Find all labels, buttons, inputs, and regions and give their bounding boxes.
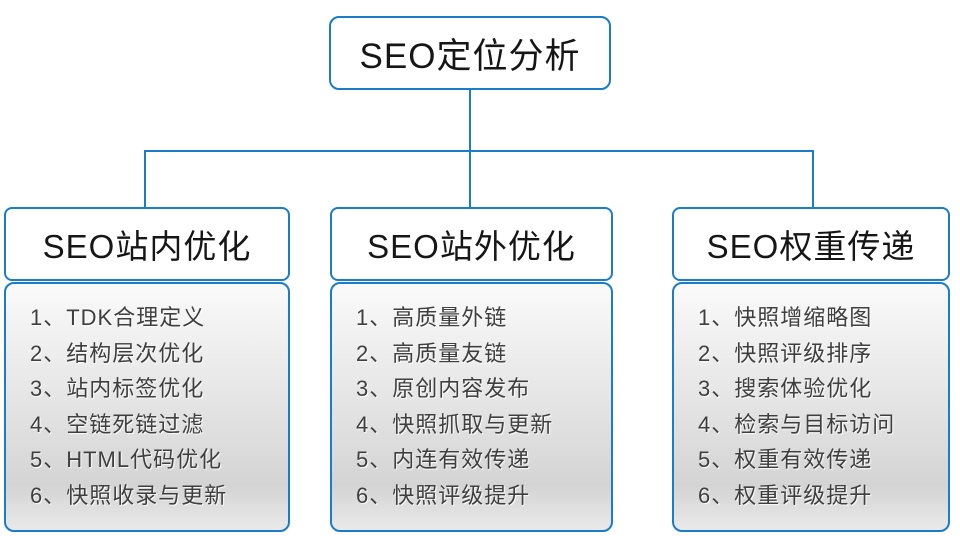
connector-horizontal bbox=[144, 150, 814, 152]
branch-offsite-optimization: SEO站外优化 1、高质量外链 2、高质量友链 3、原创内容发布 4、快照抓取与… bbox=[330, 207, 613, 532]
list-item: 1、TDK合理定义 bbox=[30, 305, 206, 330]
root-node-label: SEO定位分析 bbox=[359, 36, 581, 76]
branch-title: SEO权重传递 bbox=[706, 228, 916, 265]
list-item: 4、空链死链过滤 bbox=[30, 411, 205, 437]
connector-left-drop bbox=[144, 150, 146, 207]
branch-title: SEO站外优化 bbox=[367, 228, 576, 265]
connector-right-drop bbox=[812, 150, 814, 207]
list-item: 6、快照评级提升 bbox=[356, 482, 531, 508]
branch-item-list: 1、高质量外链 2、高质量友链 3、原创内容发布 4、快照抓取与更新 5、内连有… bbox=[330, 282, 613, 532]
list-item: 4、快照抓取与更新 bbox=[356, 411, 554, 437]
branch-weight-transfer: SEO权重传递 1、快照增缩略图 2、快照评级排序 3、搜索体验优化 4、检索与… bbox=[672, 207, 950, 532]
branch-item-list: 1、快照增缩略图 2、快照评级排序 3、搜索体验优化 4、检索与目标访问 5、权… bbox=[672, 282, 950, 532]
list-item: 2、结构层次优化 bbox=[30, 340, 205, 366]
root-node-seo-positioning: SEO定位分析 bbox=[329, 16, 611, 90]
branch-header: SEO站内优化 bbox=[4, 207, 290, 281]
branch-onsite-optimization: SEO站内优化 1、TDK合理定义 2、结构层次优化 3、站内标签优化 4、空链… bbox=[4, 207, 290, 532]
list-item: 5、HTML代码优化 bbox=[30, 447, 223, 473]
list-item: 6、权重评级提升 bbox=[698, 482, 873, 508]
list-item: 3、站内标签优化 bbox=[30, 376, 205, 402]
list-item: 5、权重有效传递 bbox=[698, 447, 873, 473]
list-item: 1、高质量外链 bbox=[356, 305, 508, 330]
list-item: 4、检索与目标访问 bbox=[698, 411, 896, 437]
connector-middle-drop bbox=[469, 150, 471, 207]
list-item: 5、内连有效传递 bbox=[356, 447, 531, 473]
branch-header: SEO站外优化 bbox=[330, 207, 613, 281]
list-item: 3、原创内容发布 bbox=[356, 376, 531, 402]
list-item: 2、快照评级排序 bbox=[698, 340, 873, 366]
list-item: 1、快照增缩略图 bbox=[698, 305, 873, 330]
connector-root-vertical bbox=[469, 90, 471, 150]
branch-item-list: 1、TDK合理定义 2、结构层次优化 3、站内标签优化 4、空链死链过滤 5、H… bbox=[4, 282, 290, 532]
branch-header: SEO权重传递 bbox=[672, 207, 950, 281]
list-item: 6、快照收录与更新 bbox=[30, 482, 228, 508]
branch-title: SEO站内优化 bbox=[42, 228, 252, 265]
list-item: 2、高质量友链 bbox=[356, 340, 508, 366]
list-item: 3、搜索体验优化 bbox=[698, 376, 873, 402]
